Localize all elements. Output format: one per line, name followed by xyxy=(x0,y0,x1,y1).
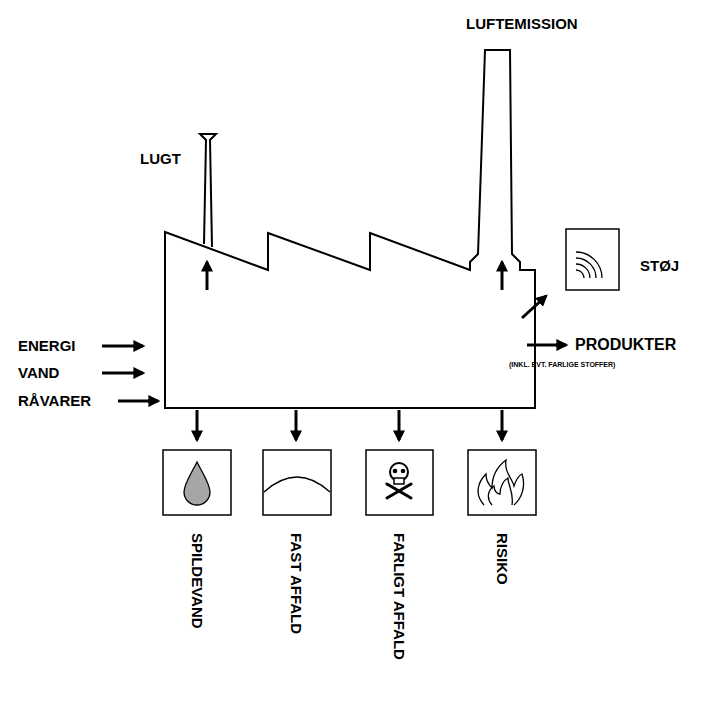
input-label: ENERGI xyxy=(18,337,76,354)
flame-symbol xyxy=(478,460,524,505)
input-label: RÅVARER xyxy=(18,392,91,409)
waste-label: FARLIGT AFFALD xyxy=(390,533,407,660)
waste-label: RISIKO xyxy=(493,533,510,585)
flow-arrows xyxy=(102,262,566,440)
input-label: VAND xyxy=(18,364,59,381)
waste-symbol xyxy=(264,477,330,492)
output-note: (INKL. EVT. FARLIGE STOFFER) xyxy=(509,361,615,369)
emission-label: LUGT xyxy=(140,150,181,167)
output-label: PRODUKTER xyxy=(575,336,676,354)
skull-symbol xyxy=(387,463,411,498)
emission-label: LUFTEMISSION xyxy=(466,15,578,32)
waste-label: FAST AFFALD xyxy=(287,533,304,634)
droplet-symbol xyxy=(184,462,210,505)
emission-label: STØJ xyxy=(640,257,679,274)
factory-outline xyxy=(165,50,535,408)
waste-label: SPILDEVAND xyxy=(188,533,205,629)
noise-symbol xyxy=(576,252,602,278)
icon-boxes xyxy=(163,229,619,515)
